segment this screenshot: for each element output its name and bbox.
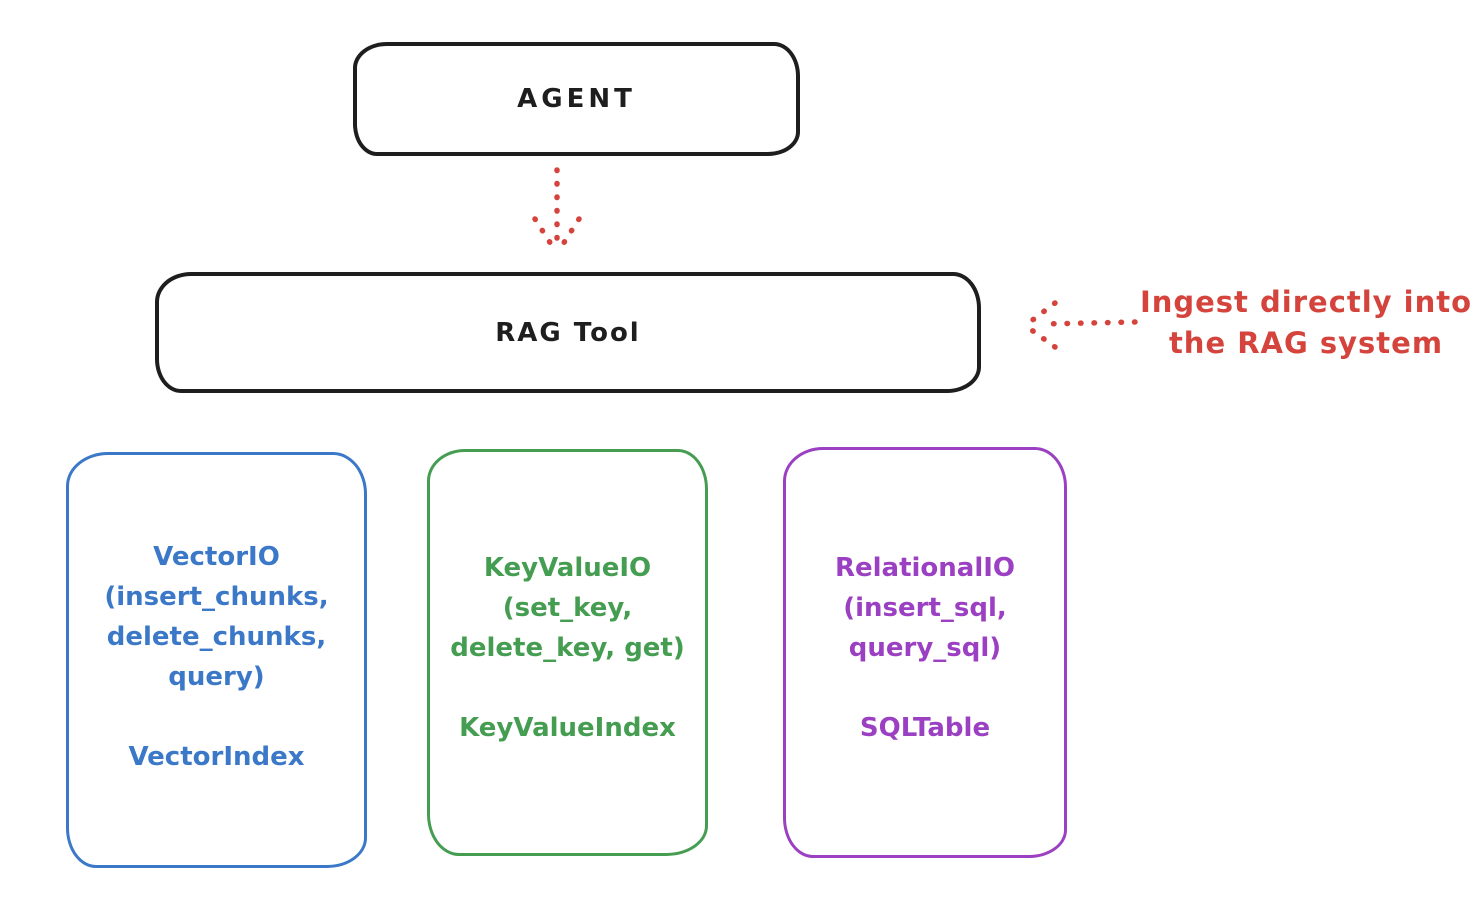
keyvalue-index-label: KeyValueIndex	[459, 713, 676, 743]
agent-to-rag-arrowhead-left	[532, 216, 559, 255]
relational-io-methods: (insert_sql, query_sql)	[843, 593, 1007, 663]
vector-io-box: VectorIO (insert_chunks, delete_chunks, …	[66, 452, 367, 868]
relational-io-title: RelationalIO	[834, 553, 1016, 583]
agent-to-rag-arrow	[532, 167, 582, 255]
rag-tool-box: RAG Tool	[155, 272, 981, 393]
ingest-annotation: Ingest directly into the RAG system	[1139, 285, 1473, 360]
sql-table-label: SQLTable	[859, 713, 991, 743]
vector-io-methods: (insert_chunks, delete_chunks, query)	[104, 582, 329, 692]
keyvalue-io-box: KeyValueIO (set_key, delete_key, get) Ke…	[427, 449, 708, 856]
agent-to-rag-arrowhead-right	[555, 216, 582, 255]
annotation-to-rag-arrow	[1023, 300, 1138, 350]
keyvalue-io-title: KeyValueIO	[483, 553, 652, 583]
vector-index-label: VectorIndex	[128, 742, 305, 772]
keyvalue-io-methods: (set_key, delete_key, get)	[450, 593, 685, 663]
agent-label: AGENT	[517, 84, 636, 114]
rag-tool-label: RAG Tool	[495, 317, 641, 348]
relational-io-box: RelationalIO (insert_sql, query_sql) SQL…	[783, 447, 1067, 858]
annotation-arrowhead-top	[1023, 300, 1058, 328]
vector-io-title: VectorIO	[153, 542, 280, 572]
annotation-arrow-shaft	[1039, 319, 1138, 327]
annotation-arrowhead-bottom	[1023, 323, 1058, 350]
agent-box: AGENT	[353, 42, 800, 156]
